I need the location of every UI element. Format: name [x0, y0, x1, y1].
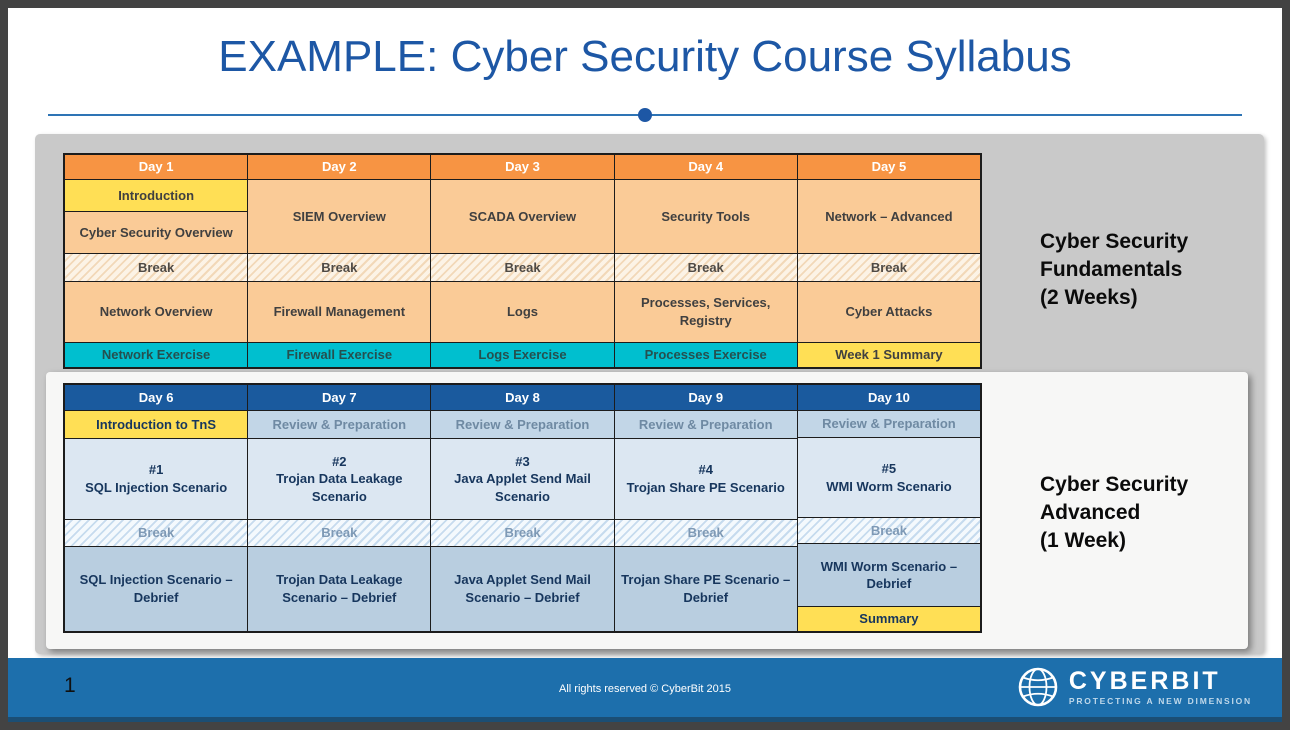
scenario-number: #1 — [148, 462, 164, 478]
copyright-text: All rights reserved © CyberBit 2015 — [559, 683, 731, 695]
scenario-number: #4 — [698, 462, 713, 478]
break-cell: Break — [431, 253, 614, 281]
scenario-number: #3 — [515, 453, 530, 469]
session-cell: Cyber Attacks — [797, 281, 981, 342]
day-header-cell: Day 3 — [431, 155, 614, 179]
brand-name: CYBERBIT — [1068, 667, 1221, 695]
break-cell: Break — [797, 253, 981, 281]
footer-bar: 1 All rights reserved © CyberBit 2015 CY… — [8, 658, 1282, 722]
day2-column: Day 2 SIEM Overview Break Firewall Manag… — [247, 155, 431, 367]
debrief-cell: Trojan Data Leakage Scenario – Debrief — [248, 546, 431, 631]
break-cell: Break — [65, 253, 248, 281]
session-cell: SIEM Overview — [248, 179, 431, 253]
day5-column: Day 5 Network – Advanced Break Cyber Att… — [796, 155, 981, 367]
exercise-cell: Network Exercise — [65, 342, 248, 367]
day-header-cell: Day 5 — [797, 155, 981, 179]
scenario-name: WMI Worm Scenario — [826, 478, 952, 494]
break-cell: Break — [65, 519, 248, 546]
exercise-cell: Logs Exercise — [431, 342, 614, 367]
introduction-cell: Introduction — [65, 179, 248, 211]
week1-syllabus-table: Day 1 Introduction Cyber Security Overvi… — [63, 153, 982, 369]
scenario-name: Java Applet Send Mail Scenario — [454, 471, 591, 504]
review-cell: Review & Preparation — [431, 410, 614, 438]
day7-column: Day 7 Review & Preparation #2 Trojan Dat… — [247, 385, 431, 631]
scenario-name: Trojan Share PE Scenario — [626, 480, 785, 495]
break-cell: Break — [797, 516, 981, 544]
day4-column: Day 4 Security Tools Break Processes, Se… — [613, 155, 797, 367]
break-cell: Break — [248, 253, 431, 281]
title-divider — [48, 108, 1242, 122]
globe-icon — [1018, 667, 1058, 707]
scenario-name: SQL Injection Scenario — [85, 480, 228, 495]
debrief-cell: Java Applet Send Mail Scenario – Debrief — [431, 546, 614, 631]
advanced-label-line3: (1 Week) — [1040, 529, 1126, 552]
scenario-cell: #3 Java Applet Send Mail Scenario — [431, 438, 614, 519]
week-summary-cell: Week 1 Summary — [797, 342, 981, 367]
day-header-cell: Day 6 — [65, 385, 248, 410]
debrief-cell: SQL Injection Scenario – Debrief — [65, 546, 248, 631]
session-cell: Network – Advanced — [797, 179, 981, 253]
advanced-label-line1: Cyber Security — [1040, 473, 1189, 496]
break-cell: Break — [431, 519, 614, 546]
session-cell: Security Tools — [614, 179, 797, 253]
scenario-cell: #4 Trojan Share PE Scenario — [614, 438, 797, 519]
scenario-cell: #5 WMI Worm Scenario — [797, 437, 981, 517]
day1-column: Day 1 Introduction Cyber Security Overvi… — [65, 155, 248, 367]
divider-dot-icon — [638, 108, 652, 122]
advanced-label: Cyber Security Advanced (1 Week) — [1040, 471, 1270, 555]
day-header-cell: Day 7 — [248, 385, 431, 410]
debrief-cell: Trojan Share PE Scenario – Debrief — [614, 546, 797, 631]
slide: EXAMPLE: Cyber Security Course Syllabus … — [8, 8, 1282, 722]
day-header-cell: Day 10 — [797, 385, 981, 410]
day-header-cell: Day 4 — [614, 155, 797, 179]
break-cell: Break — [248, 519, 431, 546]
fundamentals-label-line3: (2 Weeks) — [1040, 286, 1138, 309]
cyberbit-logo: CYBERBIT PROTECTING A NEW DIMENSION — [1017, 666, 1252, 708]
advanced-label-line2: Advanced — [1040, 501, 1141, 524]
day-header-cell: Day 9 — [614, 385, 797, 410]
summary-cell: Summary — [797, 606, 981, 632]
day-header-cell: Day 8 — [431, 385, 614, 410]
scenario-number: #2 — [332, 453, 347, 469]
scenario-name: Trojan Data Leakage Scenario — [276, 471, 403, 504]
fundamentals-label-line2: Fundamentals — [1040, 258, 1183, 281]
fundamentals-label-line1: Cyber Security — [1040, 230, 1189, 253]
introduction-cell: Introduction to TnS — [65, 410, 248, 438]
day3-column: Day 3 SCADA Overview Break Logs Logs Exe… — [430, 155, 614, 367]
session-cell: Cyber Security Overview — [65, 211, 248, 253]
break-cell: Break — [614, 519, 797, 546]
page-number: 1 — [64, 674, 76, 697]
scenario-cell: #1 SQL Injection Scenario — [65, 438, 248, 519]
review-cell: Review & Preparation — [797, 409, 981, 438]
week2-syllabus-table: Day 6 Introduction to TnS #1 SQL Injecti… — [63, 383, 982, 633]
brand-tagline: PROTECTING A NEW DIMENSION — [1068, 696, 1252, 706]
day8-column: Day 8 Review & Preparation #3 Java Apple… — [430, 385, 614, 631]
session-cell: SCADA Overview — [431, 179, 614, 253]
session-cell: Logs — [431, 281, 614, 342]
break-cell: Break — [614, 253, 797, 281]
session-cell: Firewall Management — [248, 281, 431, 342]
exercise-cell: Firewall Exercise — [248, 342, 431, 367]
session-cell: Processes, Services, Registry — [614, 281, 797, 342]
page-title: EXAMPLE: Cyber Security Course Syllabus — [218, 32, 1072, 81]
review-cell: Review & Preparation — [248, 410, 431, 438]
debrief-cell: WMI Worm Scenario – Debrief — [797, 543, 981, 607]
scenario-number: #5 — [881, 460, 897, 476]
day6-column: Day 6 Introduction to TnS #1 SQL Injecti… — [65, 385, 248, 631]
review-cell: Review & Preparation — [614, 410, 797, 438]
day-header-cell: Day 1 — [65, 155, 248, 179]
scenario-cell: #2 Trojan Data Leakage Scenario — [248, 438, 431, 519]
exercise-cell: Processes Exercise — [614, 342, 797, 367]
day10-column: Day 10 Review & Preparation #5 WMI Worm … — [796, 385, 981, 632]
day9-column: Day 9 Review & Preparation #4 Trojan Sha… — [613, 385, 797, 631]
fundamentals-label: Cyber Security Fundamentals (2 Weeks) — [1040, 228, 1270, 312]
day-header-cell: Day 2 — [248, 155, 431, 179]
session-cell: Network Overview — [65, 281, 248, 342]
